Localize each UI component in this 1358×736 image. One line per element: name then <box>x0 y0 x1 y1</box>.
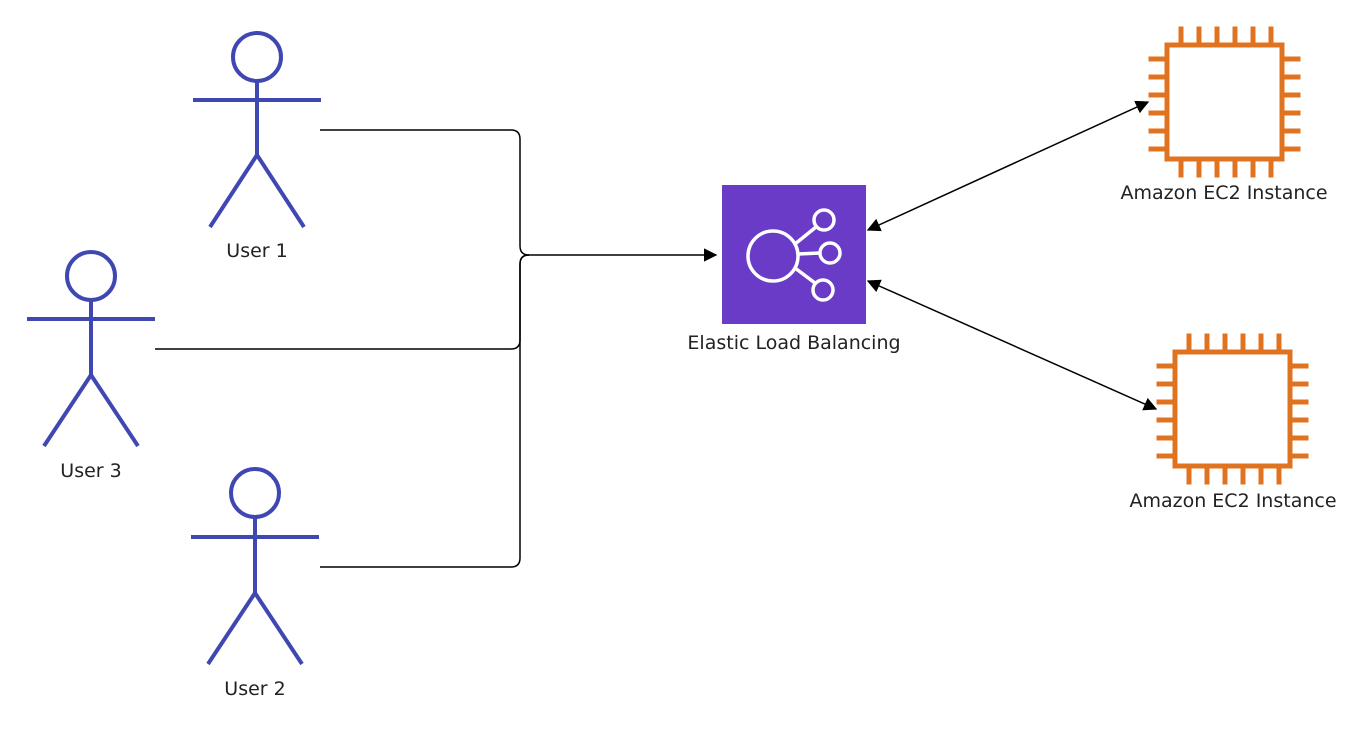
actor-label-user2: User 2 <box>224 678 286 700</box>
connector-user2[interactable] <box>320 254 530 568</box>
ec2-instance-icon[interactable] <box>1148 26 1301 178</box>
ec2-label-bottom: Amazon EC2 Instance <box>1129 490 1337 512</box>
connector-elb-ec2-bottom[interactable] <box>866 279 1158 411</box>
actor-icon[interactable] <box>191 467 319 666</box>
ec2-instance-icon[interactable] <box>1156 333 1309 485</box>
ec2-label-top: Amazon EC2 Instance <box>1120 182 1328 204</box>
connector-user3[interactable] <box>155 254 530 350</box>
actor-icon[interactable] <box>193 31 321 229</box>
user-connectors <box>155 129 718 568</box>
actor-label-user1: User 1 <box>226 240 288 262</box>
connector-elb-ec2-top[interactable] <box>866 100 1150 232</box>
actor-label-user3: User 3 <box>60 460 122 482</box>
elb-label: Elastic Load Balancing <box>687 332 901 354</box>
elastic-load-balancing-icon[interactable] <box>722 185 866 324</box>
actor-icon[interactable] <box>27 250 155 448</box>
elb-ec2-connectors <box>866 100 1158 411</box>
connector-user1[interactable] <box>320 129 530 256</box>
